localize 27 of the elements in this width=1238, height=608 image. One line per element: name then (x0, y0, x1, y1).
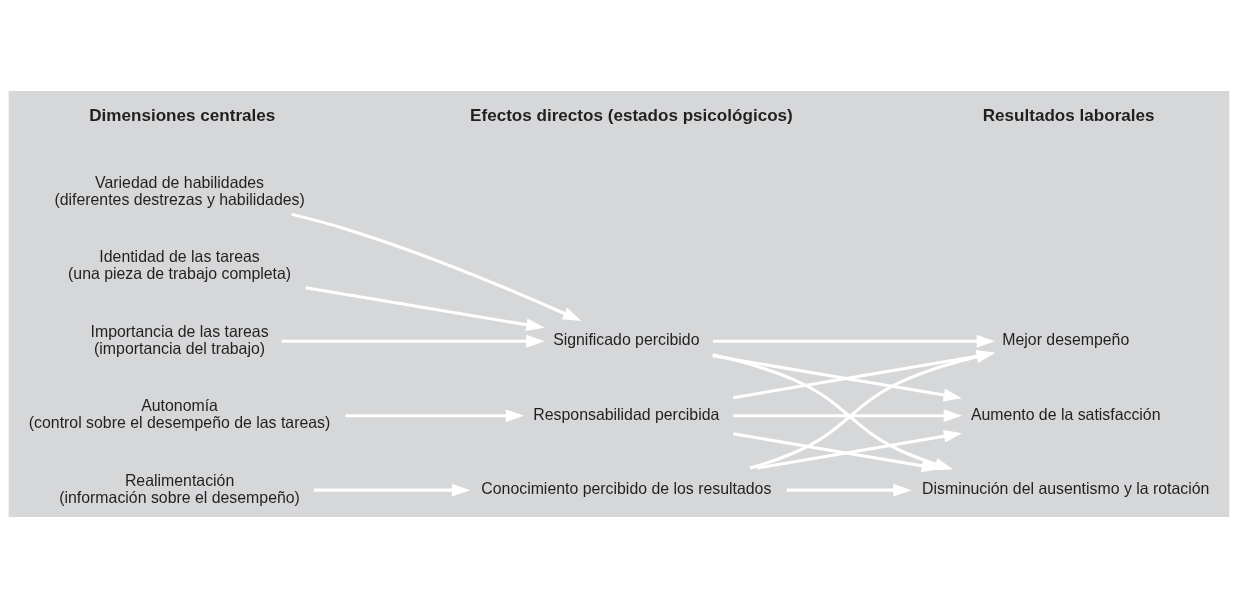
arrow (345, 409, 525, 423)
label: Dimensiones centrales (89, 106, 276, 126)
arrow (749, 350, 995, 470)
node-text: Variedad de habilidades (diferentes destrezas y habilidades) (54, 173, 305, 209)
node-text: Importancia de las tareas (importancia del trabajo) (90, 322, 269, 357)
node-text: Realimentación (información sobre el desempeño) (59, 471, 300, 506)
arrow (291, 212, 582, 321)
label: Efectos directos (estados psicológicos) (470, 106, 793, 126)
arrow (305, 286, 545, 332)
node-text: Conocimiento percibido de los resultados (481, 480, 772, 498)
node-text: Disminución del ausentismo y la rotación (922, 480, 1210, 498)
node-text: Aumento de la satisfacción (970, 405, 1161, 423)
arrow (786, 483, 912, 497)
arrow (314, 483, 471, 497)
arrow (712, 334, 995, 348)
node-text: Identidad de las tareas (una pieza de trabajo completa) (68, 248, 292, 283)
label: Resultados laborales (982, 106, 1155, 126)
node-text: Mejor desempeño (1002, 331, 1130, 349)
node-text: Responsabilidad percibida (533, 405, 720, 423)
arrow (733, 409, 963, 423)
node-text: Autonomía (control sobre el desempeño de las tareas) (28, 397, 331, 432)
arrow (733, 349, 996, 400)
arrow (712, 354, 962, 402)
arrow (756, 429, 963, 470)
node-text: Significado percibido (553, 331, 700, 349)
arrow (281, 334, 545, 348)
arrow (712, 353, 954, 471)
